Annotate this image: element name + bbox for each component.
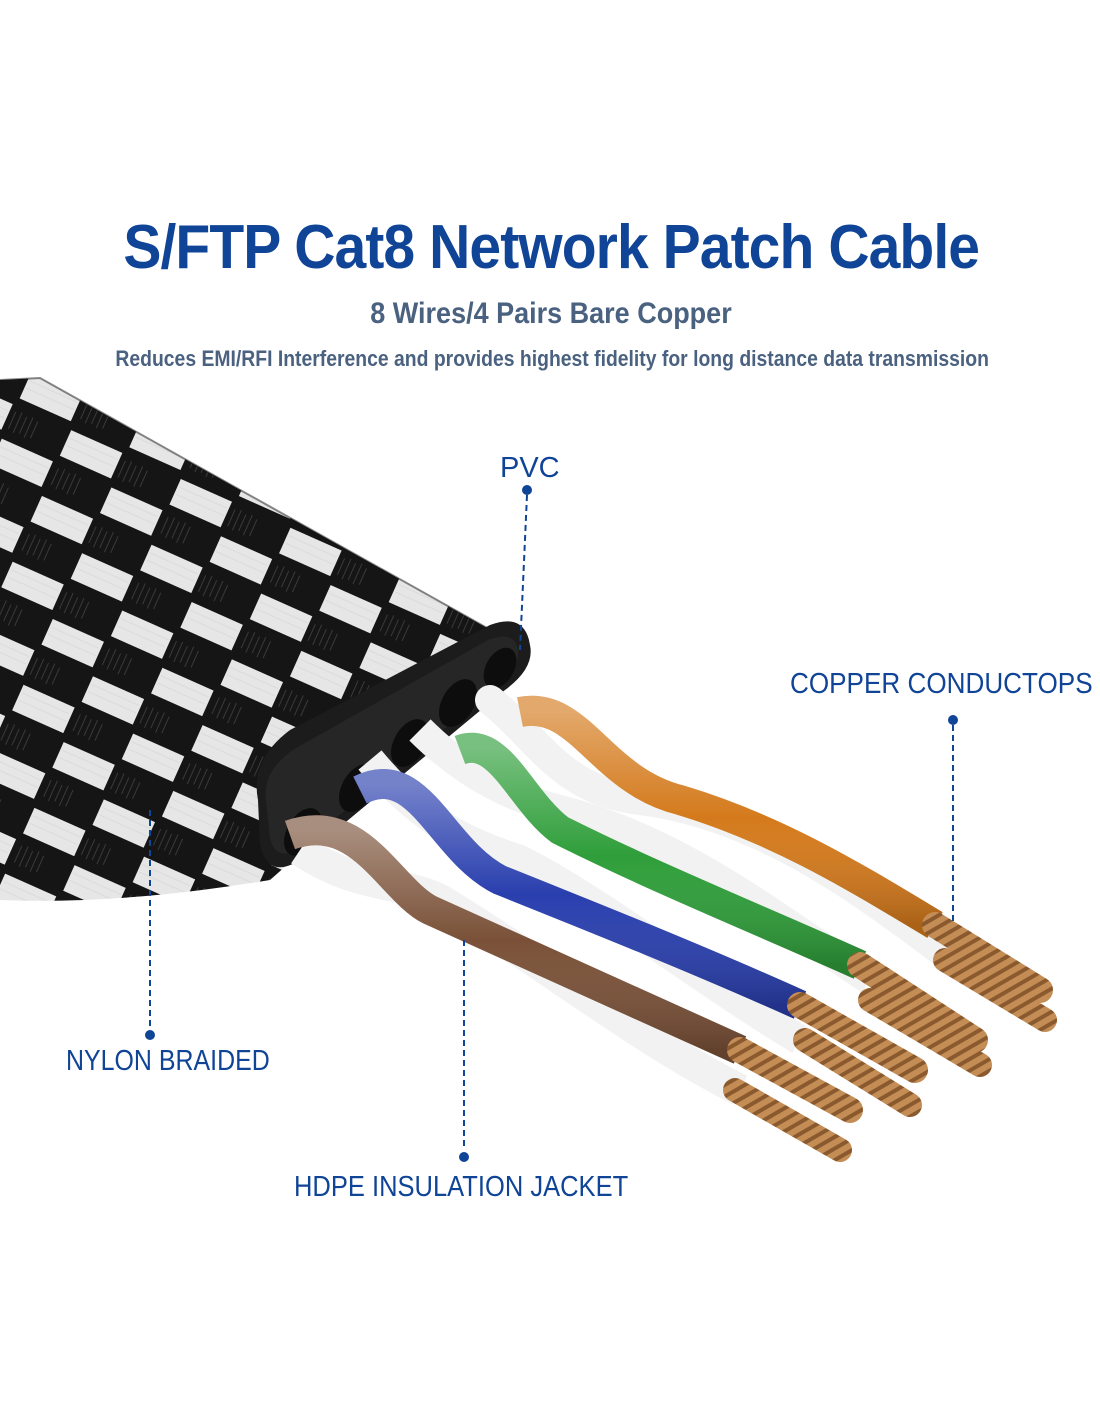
copper-strands-green (847, 952, 992, 1077)
wire-green (454, 732, 867, 979)
copper-strands-brown (723, 1037, 863, 1162)
copper-strands-blue (787, 992, 928, 1117)
pvc-leader (519, 485, 532, 651)
product-subtitle: 8 Wires/4 Pairs Bare Copper (370, 297, 732, 330)
callout-pvc: PVC (500, 452, 560, 484)
callout-copper-conductors: COPPER CONDUCTOPS (790, 668, 1093, 700)
copper-leader (948, 715, 958, 925)
copper-strands-orange (922, 912, 1057, 1032)
wire-brown (284, 815, 747, 1064)
product-tagline: Reduces EMI/RFI Interference and provide… (115, 346, 989, 371)
callout-hdpe-jacket: HDPE INSULATION JACKET (294, 1171, 629, 1203)
wire-orange (517, 695, 943, 938)
hdpe-leader (459, 940, 469, 1162)
nylon-leader (145, 810, 155, 1040)
product-title: S/FTP Cat8 Network Patch Cable (123, 213, 980, 282)
callout-nylon-braided: NYLON BRAIDED (66, 1045, 270, 1077)
wire-blue (353, 769, 807, 1019)
